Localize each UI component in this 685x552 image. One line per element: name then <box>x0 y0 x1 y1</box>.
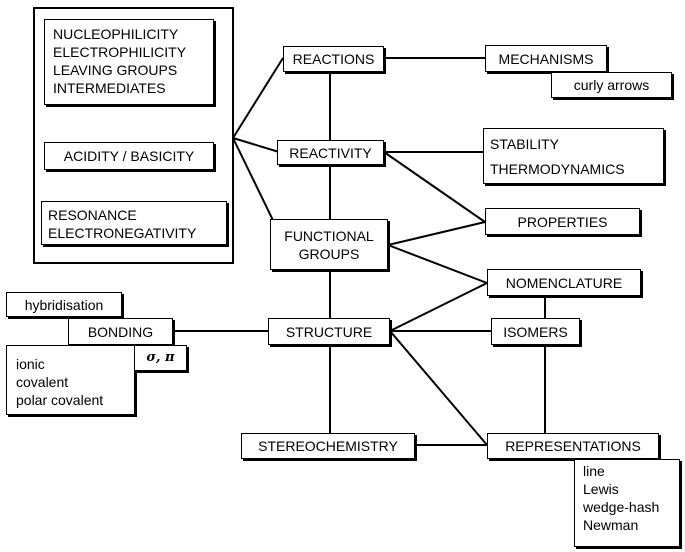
link-functional-properties <box>387 221 486 246</box>
bond-ionic: ionic <box>16 356 45 372</box>
bond-types-node: ionic covalent polar covalent <box>6 345 135 415</box>
link-panel-reactions <box>232 57 284 139</box>
bond-covalent: covalent <box>16 374 69 390</box>
curly-arrows-label: curly arrows <box>573 77 650 93</box>
stability-label: STABILITY <box>490 136 559 152</box>
bonding-label: BONDING <box>87 323 154 340</box>
rep-lewis: Lewis <box>583 481 619 497</box>
rep-newman: Newman <box>583 517 639 533</box>
concept-intermediates: INTERMEDIATES <box>53 80 166 96</box>
hybridisation-node: hybridisation <box>6 292 122 317</box>
sigma-pi-node: σ, π <box>134 345 187 371</box>
structure-label: STRUCTURE <box>285 323 373 340</box>
concept-resonance: RESONANCE <box>48 207 137 223</box>
reactions-label: REACTIONS <box>292 51 375 67</box>
functional-groups-node: FUNCTIONAL GROUPS <box>270 219 388 270</box>
nomenclature-label: NOMENCLATURE <box>505 274 623 291</box>
link-structure-nomenclature <box>389 282 488 332</box>
stereochemistry-label: STEREOCHEMISTRY <box>258 438 398 454</box>
structure-node: STRUCTURE <box>268 318 390 345</box>
isomers-label: ISOMERS <box>503 323 568 340</box>
mechanisms-node: MECHANISMS <box>485 45 607 72</box>
representations-node: REPRESENTATIONS <box>487 433 659 459</box>
representations-label: REPRESENTATIONS <box>505 438 641 454</box>
reactivity-node: REACTIVITY <box>277 140 384 165</box>
representation-types-node: line Lewis wedge-hash Newman <box>574 459 680 547</box>
bond-polar-covalent: polar covalent <box>16 392 104 408</box>
functional-label: FUNCTIONAL <box>284 227 374 244</box>
reactivity-concepts-box: NUCLEOPHILICITY ELECTROPHILICITY LEAVING… <box>44 19 214 105</box>
resonance-box: RESONANCE ELECTRONEGATIVITY <box>41 201 227 245</box>
bonding-node: BONDING <box>68 318 173 345</box>
sigma-pi-label: σ, π <box>146 350 175 365</box>
reactivity-label: REACTIVITY <box>289 144 372 161</box>
rep-line: line <box>583 463 605 479</box>
isomers-node: ISOMERS <box>491 318 580 345</box>
link-structure-representations <box>389 330 488 446</box>
curly-arrows-node: curly arrows <box>551 72 672 98</box>
rep-wedge-hash: wedge-hash <box>583 499 660 515</box>
link-functional-nomenclature <box>387 244 488 284</box>
hybridisation-label: hybridisation <box>24 296 104 313</box>
mechanisms-label: MECHANISMS <box>498 50 594 67</box>
concept-nucleophilicity: NUCLEOPHILICITY <box>53 26 179 42</box>
link-panel-reactivity <box>232 137 280 153</box>
stability-node: STABILITY THERMODYNAMICS <box>483 128 664 184</box>
concept-leaving-groups: LEAVING GROUPS <box>53 62 178 78</box>
properties-label: PROPERTIES <box>517 213 608 230</box>
acidity-basicity-box: ACIDITY / BASICITY <box>44 142 214 170</box>
acidity-basicity-label: ACIDITY / BASICITY <box>63 148 195 164</box>
thermodynamics-label: THERMODYNAMICS <box>490 161 625 177</box>
properties-node: PROPERTIES <box>485 208 640 235</box>
groups-label: GROUPS <box>298 245 360 262</box>
stereochemistry-node: STEREOCHEMISTRY <box>241 433 415 459</box>
nomenclature-node: NOMENCLATURE <box>487 269 641 296</box>
concept-electrophilicity: ELECTROPHILICITY <box>53 44 187 60</box>
link-reactivity-properties <box>383 151 486 223</box>
concept-electronegativity: ELECTRONEGATIVITY <box>48 225 197 241</box>
reactions-node: REACTIONS <box>283 46 384 72</box>
